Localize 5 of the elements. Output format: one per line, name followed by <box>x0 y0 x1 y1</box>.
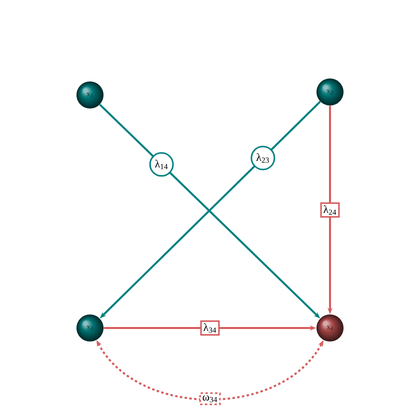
edge-label: λ$_{24}$ <box>320 202 340 218</box>
edge-label: λ$_{34}$ <box>200 320 220 336</box>
edge-label: λ$_{14}$ <box>149 152 174 177</box>
edge-label: λ$_{23}$ <box>250 146 276 170</box>
edge-label: ω$_{34}$ <box>199 392 221 406</box>
